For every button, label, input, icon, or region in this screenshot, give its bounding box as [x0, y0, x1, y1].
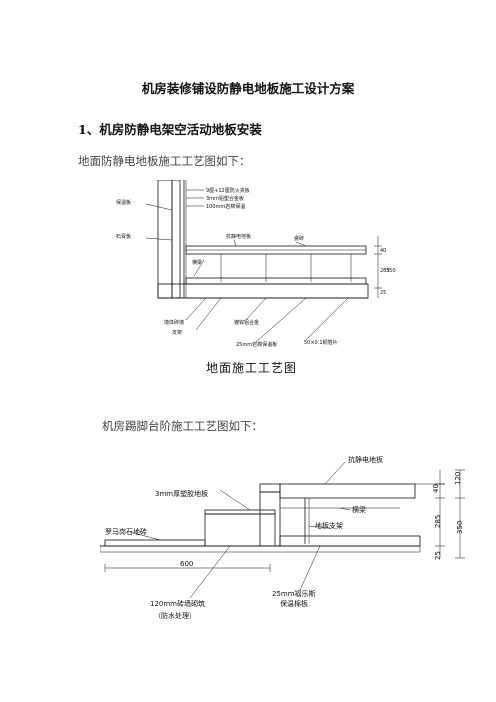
- label-waterproof: （防水处理）: [154, 611, 196, 620]
- floor-figure-caption: 地面施工工艺图: [206, 361, 297, 375]
- label-wool: 25mm福乐斯: [272, 589, 316, 598]
- dim-600: 600: [180, 560, 193, 568]
- label-alloy-panel: 3mm铝塑合金板: [206, 195, 244, 202]
- label-beam: 横梁: [352, 505, 366, 514]
- dim-285: 285: [434, 515, 442, 528]
- step-paragraph: 机房踢脚台阶施工工艺图如下：: [102, 419, 263, 433]
- step-construction-drawing: 40 120 285 350 25 600 抗静电地板 3mm厚塑胶地板 罗马岗…: [100, 455, 465, 620]
- floor-construction-drawing: 40 285 350 25 9厘+12厘防火夹板 3mm铝塑合金板 100mm岩…: [116, 180, 396, 375]
- dim-40: 40: [432, 484, 440, 493]
- label-granite: 罗马岗石地砖: [105, 527, 147, 536]
- label-copper: 50×0.1铜箔片: [304, 339, 338, 346]
- dim-40: 40: [380, 248, 386, 254]
- label-pedestal: 地板支架: [315, 521, 343, 530]
- dim-25: 25: [434, 551, 442, 560]
- label-wool: 25mm岩棉保温板: [236, 341, 277, 348]
- label-brick: 120mm砖墙砌筑: [150, 599, 205, 608]
- label-insulation: 100mm岩棉保温: [206, 203, 245, 210]
- label-wool2: 保温棉板: [280, 599, 308, 608]
- label-tile: 瓷砖: [294, 235, 304, 242]
- document-title: 机房装修铺设防静电地板施工设计方案: [141, 81, 355, 96]
- label-pedestal: 支架: [172, 329, 182, 336]
- label-beam: 横梁: [192, 259, 202, 266]
- label-left-insul: 保温板: [116, 199, 131, 206]
- label-brick: 墙体砖墙: [164, 319, 184, 326]
- dim-120: 120: [454, 472, 462, 485]
- floor-paragraph: 地面防静电地板施工工艺图如下：: [78, 154, 251, 168]
- label-antistatic: 抗静电地板: [226, 233, 251, 240]
- label-antistatic: 抗静电地板: [348, 455, 383, 464]
- dim-285: 285: [380, 268, 390, 274]
- dim-350: 350: [456, 521, 464, 534]
- dim-25: 25: [380, 290, 386, 296]
- label-pvc: 3mm厚塑胶地板: [155, 489, 208, 498]
- label-gypsum: 石膏板: [116, 233, 131, 240]
- dim-350: 350: [386, 268, 396, 274]
- label-alloy-kit: 镀锌铝合金: [234, 319, 259, 326]
- section-heading: 1、机房防静电架空活动地板安装: [78, 122, 262, 137]
- label-wall-board: 9厘+12厘防火夹板: [206, 187, 250, 194]
